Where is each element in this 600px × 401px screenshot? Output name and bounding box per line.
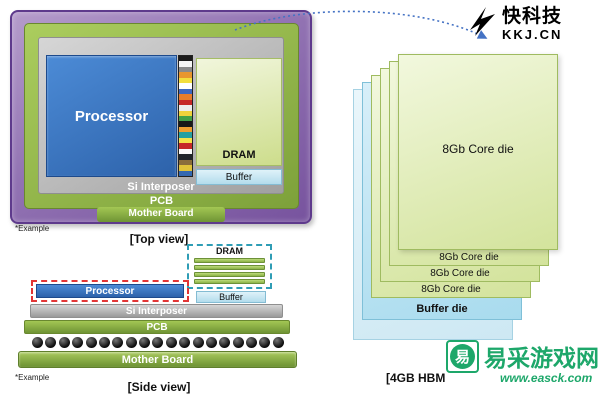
solder-ball (232, 337, 244, 348)
dram-plate (194, 272, 265, 277)
tsv-stripe (179, 170, 192, 176)
side-view-processor: Processor (36, 284, 184, 298)
tsv-stripe (179, 66, 192, 73)
kkj-logo: 快科技 KKJ.CN (468, 6, 596, 48)
solder-ball (192, 337, 204, 348)
side-si-interposer-label: Si Interposer (125, 305, 188, 317)
tsv-stripe (179, 148, 192, 155)
tsv-stripe (179, 132, 192, 138)
side-view-example-note: *Example (15, 373, 50, 382)
solder-ball (112, 337, 124, 348)
buffer-label: Buffer (225, 171, 253, 183)
tsv-stripe (179, 121, 192, 127)
kkj-logo-icon (470, 7, 495, 36)
hbm-core-die-card-front: 8Gb Core die (398, 54, 558, 250)
tsv-stripe (179, 137, 192, 144)
solder-ball (152, 337, 164, 348)
side-dram-plates (194, 258, 265, 284)
solder-ball (259, 337, 271, 348)
kkj-logo-text: 快科技 KKJ.CN (502, 6, 562, 42)
side-view-buffer: Buffer (196, 291, 266, 303)
tsv-stripe (179, 159, 192, 166)
solder-ball (58, 337, 70, 348)
solder-ball (139, 337, 150, 348)
kkj-domain: KKJ.CN (502, 27, 563, 42)
core-die-label: 8Gb Core die (439, 252, 499, 263)
processor-highlight-outline (31, 280, 189, 302)
top-view-dram: DRAM (196, 58, 282, 166)
tsv-stripe (179, 115, 192, 122)
solder-ball (205, 337, 217, 348)
si-interposer-label: Si Interposer (127, 181, 195, 193)
watermark: 易 易采游戏网 www.easck.com (444, 337, 600, 395)
dram-label: DRAM (222, 149, 256, 161)
tsv-stripe (179, 61, 192, 67)
top-view-processor: Processor (46, 55, 177, 177)
side-pcb-label: PCB (146, 321, 168, 333)
mother-board-label: Mother Board (97, 207, 225, 222)
side-view-pcb: PCB (24, 320, 290, 334)
solder-ball (45, 337, 57, 348)
tsv-stripe (179, 83, 192, 89)
processor-label: Processor (74, 107, 149, 125)
tsv-stripe (179, 99, 192, 106)
solder-ball (179, 337, 191, 348)
kkj-brand-name: 快科技 (502, 6, 563, 27)
buffer-die-label: Buffer die (416, 303, 468, 315)
solder-ball (85, 337, 97, 348)
top-view-caption: [Top view] (129, 232, 189, 246)
watermark-seal-char: 易 (450, 344, 475, 369)
solder-ball (246, 337, 257, 348)
solder-ball (165, 337, 177, 348)
solder-ball (125, 337, 137, 348)
top-view-example-note: *Example (15, 224, 50, 233)
tsv-stripe (179, 126, 192, 133)
tsv-stripe (179, 77, 192, 84)
solder-ball (32, 337, 43, 348)
side-view-caption: [Side view] (127, 380, 191, 394)
core-die-label: 8Gb Core die (430, 268, 490, 279)
side-buffer-label: Buffer (219, 292, 243, 302)
solder-ball (72, 337, 84, 348)
dram-plate (194, 279, 265, 284)
tsv-stripe (179, 143, 192, 149)
watermark-seal-icon: 易 (446, 340, 479, 373)
tsv-stripe (179, 165, 192, 171)
pcb-label: PCB (149, 195, 174, 207)
tsv-stripe (179, 94, 192, 100)
top-view-buffer: Buffer (196, 169, 282, 185)
side-dram-label: DRAM (216, 246, 243, 256)
dram-plate (194, 265, 265, 270)
hbm-stack-caption: [4GB HBM (386, 371, 446, 385)
side-mother-board-label: Mother Board (121, 353, 194, 366)
side-view-dram-dashed-box (187, 244, 272, 289)
core-die-label: 8Gb Core die (442, 142, 514, 157)
tsv-stripe (179, 110, 192, 116)
core-die-label: 8Gb Core die (421, 284, 481, 295)
tsv-stripe (179, 154, 192, 160)
side-processor-label: Processor (85, 285, 135, 297)
side-view-si-interposer: Si Interposer (30, 304, 283, 318)
solder-ball (272, 337, 284, 348)
tsv-stripe (179, 105, 192, 111)
tsv-stripe (179, 56, 192, 62)
solder-ball (98, 337, 110, 348)
dram-plate (194, 258, 265, 263)
watermark-url: www.easck.com (500, 371, 593, 385)
solder-ball (219, 337, 231, 348)
tsv-stripe (179, 72, 192, 78)
tsv-stripes (178, 55, 193, 177)
solder-balls (32, 337, 284, 348)
tsv-stripe (179, 88, 192, 95)
watermark-site-name: 易采游戏网 (484, 345, 599, 371)
side-view-motherboard: Mother Board (18, 351, 297, 368)
